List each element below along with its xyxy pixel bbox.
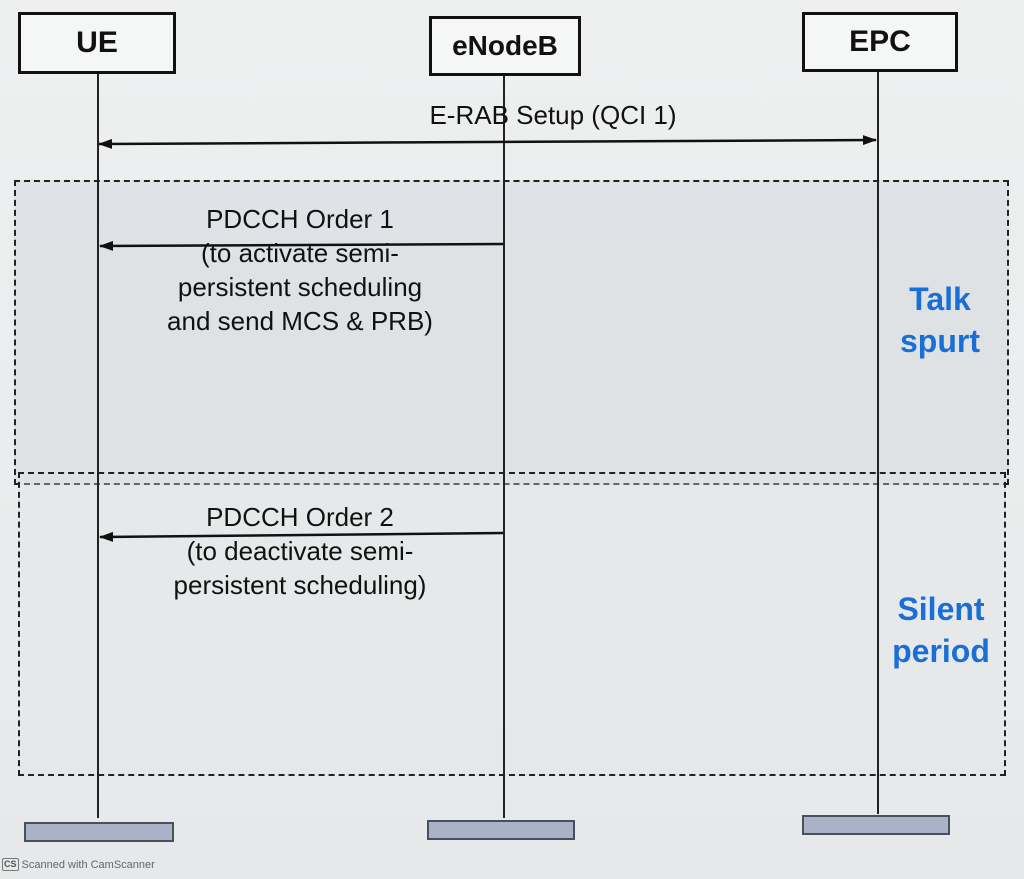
ue-lifeline-end: [24, 822, 174, 842]
ue-label: UE: [76, 26, 118, 59]
scanner-watermark-text: Scanned with CamScanner: [21, 858, 155, 871]
pdcch-order-1-message: PDCCH Order 1 (to activate semi- persist…: [130, 202, 470, 338]
epc-entity-box: EPC: [802, 12, 958, 72]
epc-lifeline-end: [802, 815, 950, 835]
ue-lifeline: [97, 74, 99, 818]
epc-lifeline: [877, 72, 879, 814]
silent-period-label-line: Silent: [897, 591, 985, 627]
talk-spurt-label-line: spurt: [900, 323, 980, 359]
silent-period-label: Silent period: [876, 588, 1006, 672]
talk-spurt-label-line: Talk: [909, 281, 971, 317]
talk-spurt-label: Talk spurt: [880, 278, 1000, 362]
silent-period-region: [18, 472, 1006, 776]
scanner-watermark: CS Scanned with CamScanner: [2, 858, 155, 871]
talk-spurt-region: [14, 180, 1009, 485]
pdcch-order-2-line: PDCCH Order 2: [206, 502, 394, 532]
enodeb-entity-box: eNodeB: [429, 16, 581, 76]
camscanner-logo-icon: CS: [2, 858, 19, 871]
pdcch-order-1-line: persistent scheduling: [177, 272, 423, 302]
ue-entity-box: UE: [18, 12, 176, 74]
pdcch-order-1-line: (to activate semi-: [201, 238, 399, 268]
enodeb-label: eNodeB: [452, 30, 558, 61]
pdcch-order-2-line: (to deactivate semi-: [186, 536, 414, 566]
silent-period-label-line: period: [892, 633, 990, 669]
pdcch-order-1-line: and send MCS & PRB): [167, 306, 433, 336]
enodeb-lifeline: [503, 76, 505, 818]
erab-setup-label: E-RAB Setup (QCI 1): [429, 100, 677, 130]
pdcch-order-1-line: PDCCH Order 1: [206, 204, 394, 234]
epc-label: EPC: [849, 25, 911, 58]
enodeb-lifeline-end: [427, 820, 575, 840]
pdcch-order-2-line: persistent scheduling): [173, 570, 427, 600]
erab-setup-arrow: [98, 135, 877, 149]
pdcch-order-2-message: PDCCH Order 2 (to deactivate semi- persi…: [130, 500, 470, 602]
erab-setup-message: E-RAB Setup (QCI 1): [383, 98, 723, 132]
